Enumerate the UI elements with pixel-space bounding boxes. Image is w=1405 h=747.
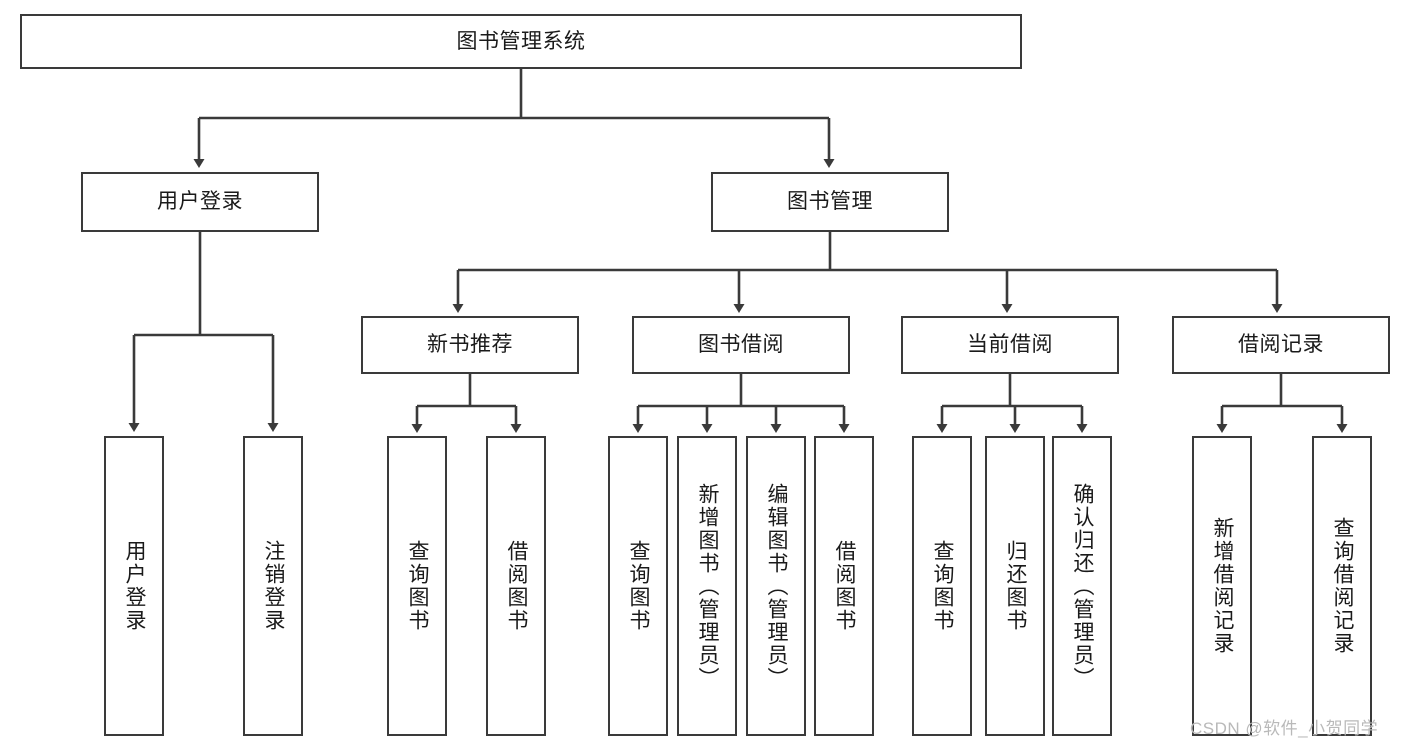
node-user-login[interactable]: 用户登录 <box>81 172 319 232</box>
node-leaf-borrow-book-recommend[interactable]: 借阅图书 <box>486 436 546 736</box>
node-leaf-query-book-recommend[interactable]: 查询图书 <box>387 436 447 736</box>
node-leaf-query-book-current[interactable]: 查询图书 <box>912 436 972 736</box>
node-new-book-recommend[interactable]: 新书推荐 <box>361 316 579 374</box>
node-leaf-confirm-return-admin[interactable]: 确认归还（管理员） <box>1052 436 1112 736</box>
node-label: 用户登录 <box>123 540 147 632</box>
node-label: 新增图书（管理员） <box>696 482 720 690</box>
node-label: 借阅图书 <box>833 540 857 632</box>
node-leaf-query-borrow-record[interactable]: 查询借阅记录 <box>1312 436 1372 736</box>
node-leaf-add-book-admin[interactable]: 新增图书（管理员） <box>677 436 737 736</box>
node-label: 借阅图书 <box>505 540 529 632</box>
node-label: 编辑图书（管理员） <box>765 482 789 690</box>
node-label: 当前借阅 <box>967 333 1053 357</box>
node-label: 图书借阅 <box>698 333 784 357</box>
node-leaf-add-borrow-record[interactable]: 新增借阅记录 <box>1192 436 1252 736</box>
watermark-text: CSDN @软件_小贺同学 <box>1190 719 1379 738</box>
node-label: 新增借阅记录 <box>1211 517 1235 655</box>
node-root-system[interactable]: 图书管理系统 <box>20 14 1022 69</box>
node-label: 查询借阅记录 <box>1331 517 1355 655</box>
node-book-manage[interactable]: 图书管理 <box>711 172 949 232</box>
node-label: 图书管理系统 <box>456 29 586 53</box>
node-leaf-edit-book-admin[interactable]: 编辑图书（管理员） <box>746 436 806 736</box>
node-label: 图书管理 <box>787 190 873 214</box>
node-leaf-borrow-book[interactable]: 借阅图书 <box>814 436 874 736</box>
node-leaf-query-book-borrow[interactable]: 查询图书 <box>608 436 668 736</box>
node-leaf-user-login[interactable]: 用户登录 <box>104 436 164 736</box>
node-label: 归还图书 <box>1004 540 1028 632</box>
node-borrow-record[interactable]: 借阅记录 <box>1172 316 1390 374</box>
node-leaf-logout[interactable]: 注销登录 <box>243 436 303 736</box>
node-label: 借阅记录 <box>1238 333 1324 357</box>
node-book-borrow[interactable]: 图书借阅 <box>632 316 850 374</box>
node-label: 查询图书 <box>406 540 430 632</box>
node-label: 确认归还（管理员） <box>1071 482 1095 690</box>
node-leaf-return-book[interactable]: 归还图书 <box>985 436 1045 736</box>
node-current-borrow[interactable]: 当前借阅 <box>901 316 1119 374</box>
node-label: 新书推荐 <box>427 333 513 357</box>
node-label: 注销登录 <box>262 540 286 632</box>
node-label: 查询图书 <box>627 540 651 632</box>
node-label: 用户登录 <box>157 190 243 214</box>
node-label: 查询图书 <box>931 540 955 632</box>
